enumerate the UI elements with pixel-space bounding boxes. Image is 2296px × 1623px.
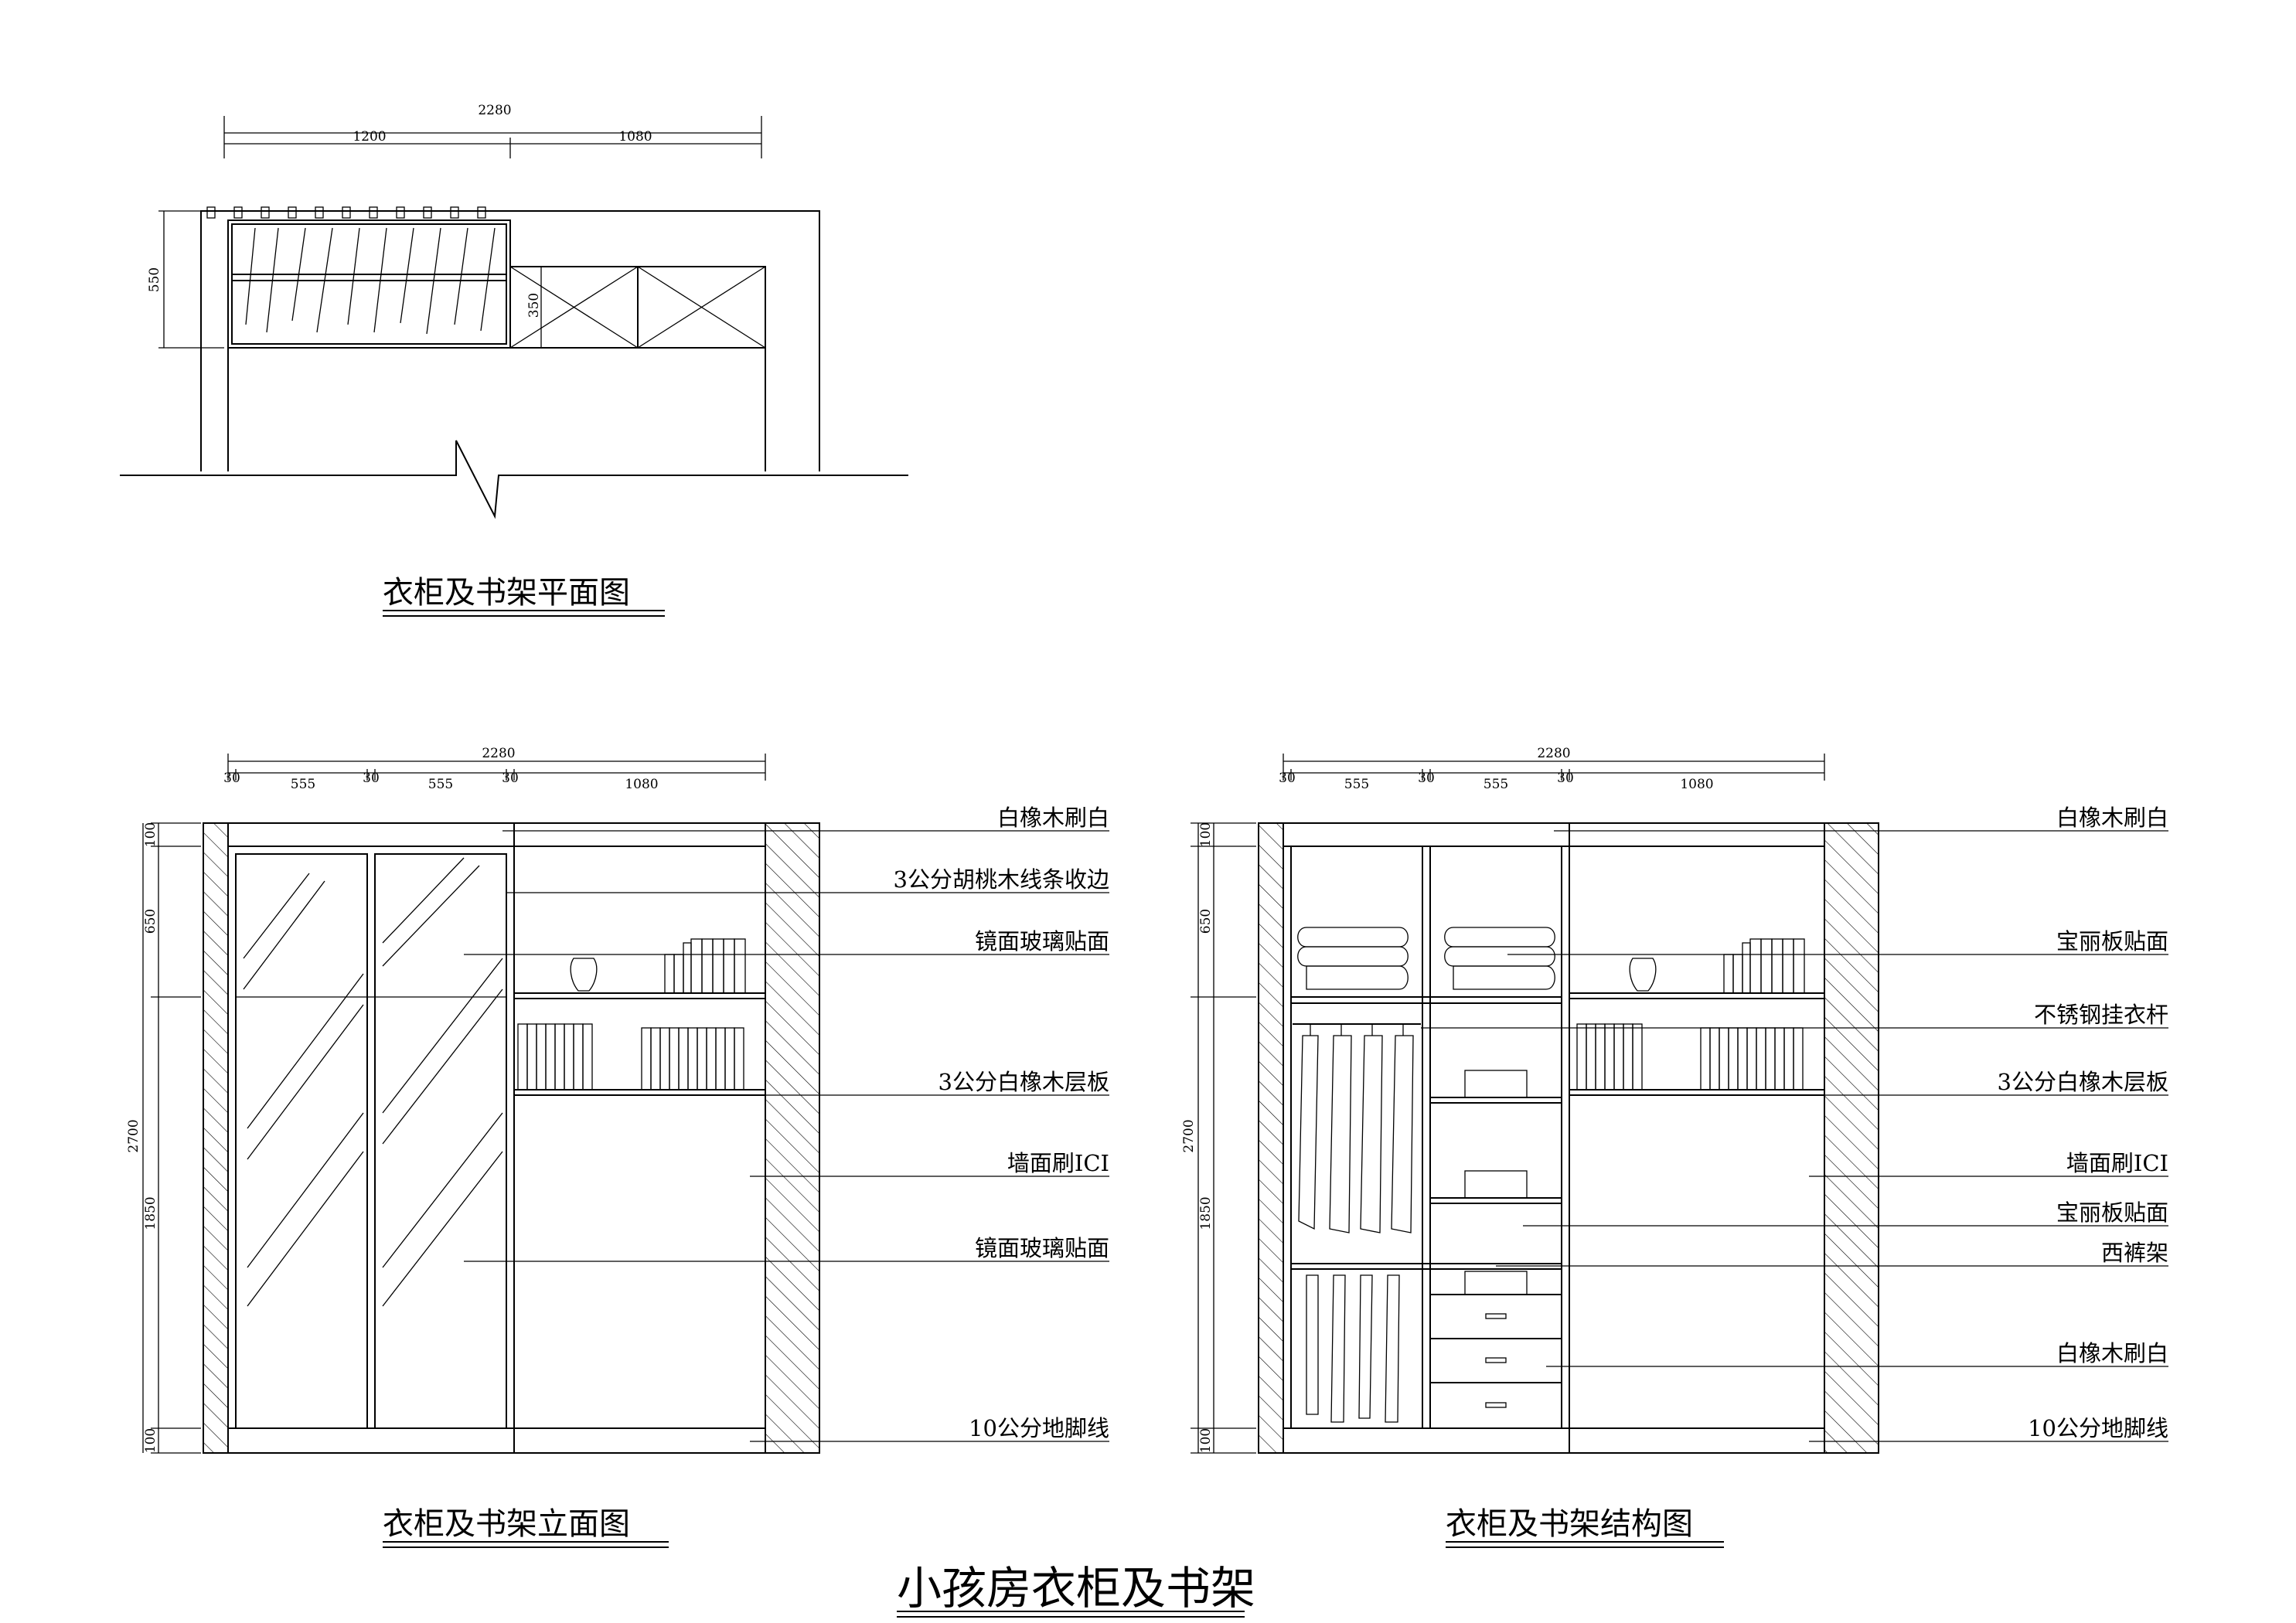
- struct-dim-h-4: 100: [1198, 1428, 1214, 1453]
- elev-dim-h-4: 100: [143, 1428, 158, 1453]
- plan-dim-depth-inner: 350: [526, 293, 542, 318]
- elev-label-4: 3公分白橡木层板: [938, 1069, 1109, 1095]
- plan-view: 2280 1200 1080 550 350: [120, 103, 908, 617]
- struct-dim-h-2: 650: [1198, 909, 1214, 934]
- struct-dim-seg-6: 1080: [1680, 777, 1713, 792]
- struct-dim-h-total: 2700: [1181, 1119, 1197, 1152]
- elev-dim-seg-2: 555: [291, 777, 315, 792]
- struct-dim-seg-3: 30: [1418, 771, 1435, 786]
- elev-dim-h-3: 1850: [143, 1196, 158, 1230]
- elev-label-7: 10公分地脚线: [969, 1415, 1109, 1441]
- elev-dim-seg-1: 30: [223, 771, 240, 786]
- struct-dim-h-1: 100: [1198, 822, 1214, 847]
- plan-dim-depth-outer: 550: [147, 267, 162, 292]
- structure-title: 衣柜及书架结构图: [1446, 1506, 1693, 1542]
- struct-label-9: 10公分地脚线: [2028, 1415, 2168, 1441]
- plan-dim-total: 2280: [478, 103, 511, 118]
- struct-dim-h-3: 1850: [1198, 1196, 1214, 1230]
- struct-label-1: 白橡木刷白: [2056, 805, 2168, 831]
- elev-dim-total: 2280: [482, 746, 515, 761]
- elev-dim-seg-6: 1080: [625, 777, 658, 792]
- struct-label-6: 宝丽板贴面: [2056, 1199, 2168, 1226]
- struct-label-2: 宝丽板贴面: [2056, 928, 2168, 954]
- plan-title: 衣柜及书架平面图: [383, 575, 630, 611]
- elev-dim-h-total: 2700: [126, 1119, 141, 1152]
- struct-dim-seg-4: 555: [1484, 777, 1508, 792]
- struct-dim-total: 2280: [1537, 746, 1570, 761]
- elev-label-6: 镜面玻璃贴面: [975, 1235, 1109, 1261]
- elev-dim-seg-4: 555: [428, 777, 453, 792]
- plan-dim-right: 1080: [618, 129, 652, 145]
- elev-dim-h-2: 650: [143, 909, 158, 934]
- elev-label-2: 3公分胡桃木线条收边: [894, 866, 1109, 893]
- elev-dim-seg-3: 30: [363, 771, 380, 786]
- elev-label-1: 白橡木刷白: [997, 805, 1109, 831]
- sheet-title: 小孩房衣柜及书架: [897, 1562, 1255, 1618]
- struct-dim-seg-2: 555: [1344, 777, 1369, 792]
- elevation-view: 2280 30 555 30 555 30 1080 100 650 1850 …: [126, 746, 1109, 1548]
- struct-label-4: 3公分白橡木层板: [1998, 1069, 2168, 1095]
- struct-label-8: 白橡木刷白: [2056, 1340, 2168, 1366]
- struct-dim-seg-1: 30: [1279, 771, 1296, 786]
- structure-view: 2280 30 555 30 555 30 1080 100 650 1850 …: [1181, 746, 2168, 1548]
- plan-dim-left: 1200: [353, 129, 386, 145]
- elevation-title: 衣柜及书架立面图: [383, 1506, 630, 1542]
- elev-label-5: 墙面刷ICI: [1007, 1150, 1109, 1176]
- elev-dim-h-1: 100: [143, 822, 158, 847]
- struct-dim-seg-5: 30: [1557, 771, 1574, 786]
- elev-label-3: 镜面玻璃贴面: [975, 928, 1109, 954]
- struct-label-3: 不锈钢挂衣杆: [2034, 1002, 2168, 1028]
- main-title: 小孩房衣柜及书架: [897, 1562, 1255, 1614]
- struct-label-5: 墙面刷ICI: [2066, 1150, 2168, 1176]
- struct-label-7: 西裤架: [2101, 1240, 2168, 1266]
- elev-dim-seg-5: 30: [502, 771, 519, 786]
